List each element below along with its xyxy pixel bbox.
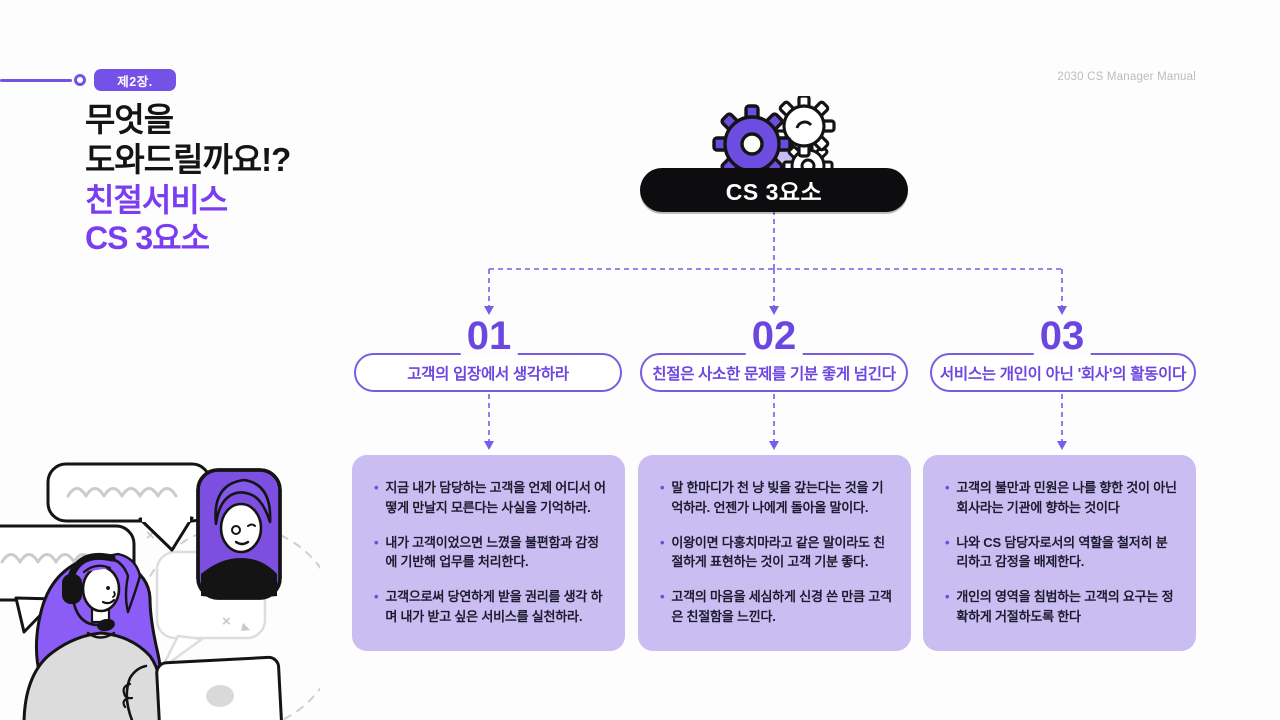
chapter-badge: 제2장. (94, 69, 176, 91)
bullet-text: 고객의 불만과 민원은 나를 향한 것이 아닌 회사라는 기관에 향하는 것이다 (956, 480, 1177, 515)
column-label-box-1: 고객의 입장에서 생각하라 (354, 353, 622, 392)
bullet-item: • 말 한마디가 천 냥 빚을 갚는다는 것을 기억하라. 언젠가 나에게 돌아올… (660, 478, 893, 518)
page-subtitle: 친절서비스 CS 3요소 (85, 181, 228, 257)
bullet-dot: • (660, 480, 665, 495)
page-title-line1: 무엇을 (85, 101, 174, 138)
bullet-dot: • (374, 534, 379, 550)
page-subtitle-line1: 친절서비스 (85, 182, 228, 218)
column-content-box-3: • 고객의 불만과 민원은 나를 향한 것이 아닌 회사라는 기관에 향하는 것이… (923, 455, 1196, 651)
bullet-dot: • (945, 534, 950, 550)
bullet-dot: • (945, 480, 950, 495)
svg-text:×: × (222, 613, 231, 630)
bullet-text: 말 한마디가 천 냥 빚을 갚는다는 것을 기억하라. 언젠가 나에게 돌아올 … (671, 480, 884, 515)
bullet-item: • 고객으로써 당연하게 받을 권리를 생각 하며 내가 받고 싶은 서비스를 실… (374, 587, 607, 627)
bullet-dot: • (660, 534, 665, 550)
bullet-text: 지금 내가 담당하는 고객을 언제 어디서 어떻게 만날지 모른다는 사실을 기… (385, 480, 606, 515)
bullet-dot: • (945, 589, 950, 604)
column-label-1: 고객의 입장에서 생각하라 (407, 365, 569, 383)
bullet-list: • 말 한마디가 천 냥 빚을 갚는다는 것을 기억하라. 언젠가 나에게 돌아올… (660, 478, 893, 627)
column-label-2: 친절은 사소한 문제를 기분 좋게 넘긴다 (652, 365, 896, 383)
bullet-item: • 내가 고객이었으면 느꼈을 불편함과 감정에 기반해 업무를 처리한다. (374, 533, 607, 573)
bullet-text: 개인의 영역을 침범하는 고객의 요구는 정확하게 거절하도록 한다 (956, 589, 1174, 624)
bullet-dot: • (374, 589, 379, 604)
bullet-item: • 고객의 불만과 민원은 나를 향한 것이 아닌 회사라는 기관에 향하는 것이… (945, 478, 1178, 518)
bullet-text: 나와 CS 담당자로서의 역할을 철저히 분리하고 감정을 배제한다. (956, 534, 1168, 570)
column-label-box-3: 서비스는 개인이 아닌 '회사'의 활동이다 (930, 353, 1196, 392)
column-content-box-1: • 지금 내가 담당하는 고객을 언제 어디서 어떻게 만날지 모른다는 사실을 … (352, 455, 625, 651)
column-label-box-2: 친절은 사소한 문제를 기분 좋게 넘긴다 (640, 353, 908, 392)
bullet-text: 고객의 마음을 세심하게 신경 쓴 만큼 고객은 친절함을 느낀다. (671, 589, 892, 624)
chapter-badge-label: 제2장. (117, 74, 153, 89)
chapter-connector-dot (74, 74, 86, 86)
bullet-dot: • (660, 589, 665, 604)
bullet-item: • 이왕이면 다홍치마라고 같은 말이라도 친절하게 표현하는 것이 고객 기분 … (660, 533, 893, 573)
bullet-text: 고객으로써 당연하게 받을 권리를 생각 하며 내가 받고 싶은 서비스를 실천… (385, 589, 603, 624)
column-content-box-2: • 말 한마디가 천 냥 빚을 갚는다는 것을 기억하라. 언젠가 나에게 돌아올… (638, 455, 911, 651)
column-label-3: 서비스는 개인이 아닌 '회사'의 활동이다 (939, 365, 1187, 383)
root-node: CS 3요소 (640, 168, 908, 212)
page-title-line2: 도와드릴까요!? (85, 141, 291, 178)
bullet-text: 내가 고객이었으면 느꼈을 불편함과 감정에 기반해 업무를 처리한다. (385, 534, 599, 570)
bullet-list: • 지금 내가 담당하는 고객을 언제 어디서 어떻게 만날지 모른다는 사실을 … (374, 478, 607, 627)
bullet-list: • 고객의 불만과 민원은 나를 향한 것이 아닌 회사라는 기관에 향하는 것이… (945, 478, 1178, 627)
bullet-item: • 고객의 마음을 세심하게 신경 쓴 만큼 고객은 친절함을 느낀다. (660, 587, 893, 627)
column-number-3: 03 (1033, 315, 1091, 357)
bullet-item: • 나와 CS 담당자로서의 역할을 철저히 분리하고 감정을 배제한다. (945, 533, 1178, 573)
bullet-item: • 개인의 영역을 침범하는 고객의 요구는 정확하게 거절하도록 한다 (945, 587, 1178, 627)
page-subtitle-line2: CS 3요소 (85, 220, 210, 256)
bullet-item: • 지금 내가 담당하는 고객을 언제 어디서 어떻게 만날지 모른다는 사실을 … (374, 478, 607, 518)
page-title: 무엇을 도와드릴까요!? (85, 100, 291, 180)
chapter-connector-line (0, 79, 72, 82)
bullet-dot: • (374, 480, 379, 495)
column-number-2: 02 (745, 315, 803, 357)
bullet-text: 이왕이면 다홍치마라고 같은 말이라도 친절하게 표현하는 것이 고객 기분 좋… (671, 534, 885, 570)
customer-service-agent-illustration: × × (0, 462, 320, 720)
column-number-1: 01 (460, 315, 518, 357)
root-node-label: CS 3요소 (725, 179, 823, 205)
svg-text:×: × (146, 527, 155, 544)
watermark-text: 2030 CS Manager Manual (1057, 71, 1196, 83)
